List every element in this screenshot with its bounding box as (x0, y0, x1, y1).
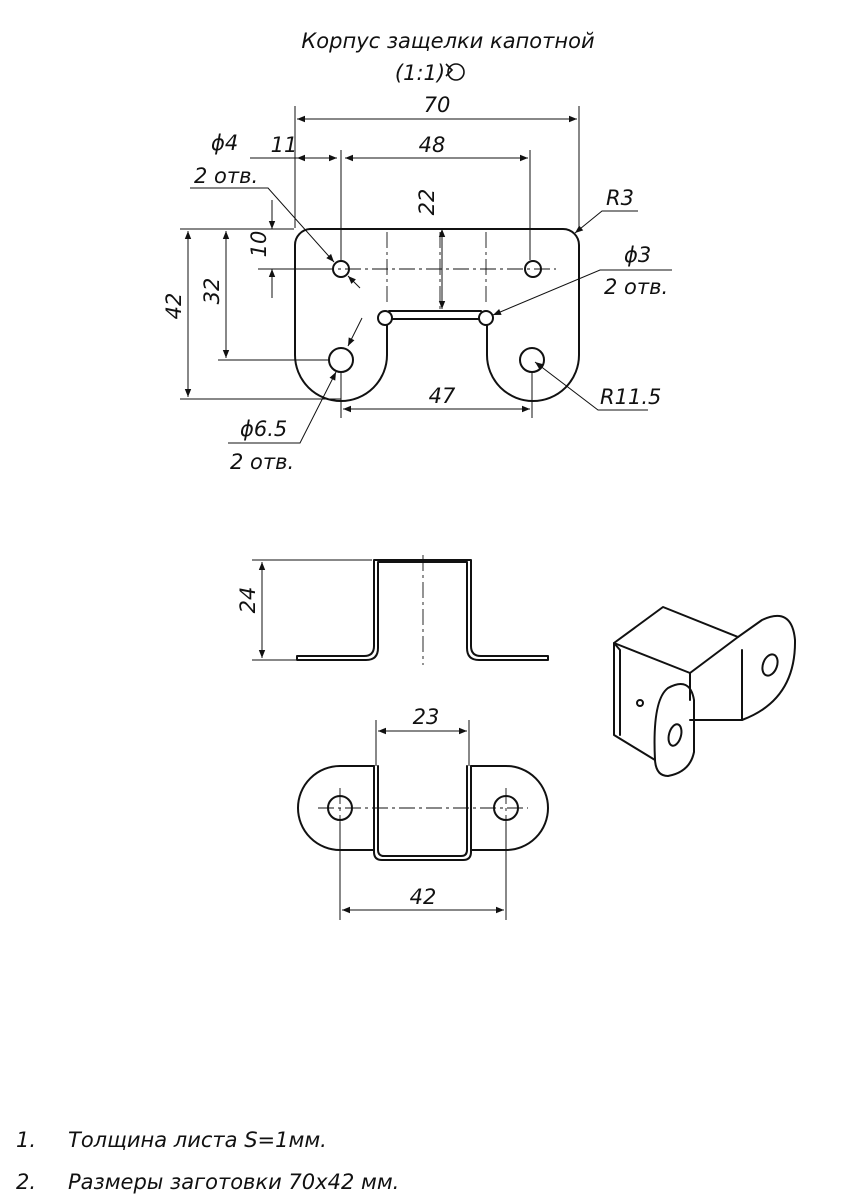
dim-42-horizontal: 42 (410, 885, 437, 909)
bottom-view: 23 42 (297, 705, 549, 920)
dim-32: 32 (200, 278, 224, 305)
dim-23: 23 (413, 705, 440, 729)
note-1-text: Толщина листа S=1мм. (68, 1128, 327, 1152)
dim-48: 48 (419, 133, 446, 157)
note-2-number: 2. (16, 1170, 37, 1194)
front-view: 24 (236, 555, 549, 665)
note-1-number: 1. (16, 1128, 37, 1152)
hole-phi3-left (377, 310, 393, 326)
callout-r3: R3 (606, 186, 634, 210)
dim-10: 10 (247, 231, 271, 258)
dim-42-vertical: 42 (162, 293, 186, 320)
callout-phi3: ϕ3 (624, 243, 651, 267)
iso-right-tab (689, 615, 797, 721)
drawing-title: Корпус защелки капотной (301, 29, 594, 53)
flat-pattern-outline (293, 228, 580, 402)
isometric-view (613, 606, 797, 777)
bottom-left-tab (297, 765, 375, 851)
callout-phi3-count: 2 отв. (604, 275, 668, 299)
iso-hole-right (761, 653, 779, 677)
iso-hole-left (667, 723, 683, 747)
iso-channel-front (613, 606, 739, 674)
callout-phi65-count: 2 отв. (230, 450, 294, 474)
hole-phi65-right (519, 347, 545, 373)
hole-phi3-right (478, 310, 494, 326)
projection-symbol (445, 63, 465, 81)
note-1: 1. Толщина листа S=1мм. (16, 1128, 327, 1152)
iso-left-tab (653, 683, 695, 777)
front-view-outline (296, 559, 549, 661)
flat-pattern-view (293, 228, 580, 402)
dim-11: 11 (271, 133, 298, 157)
dim-24: 24 (236, 587, 260, 614)
scale-label: (1:1) (395, 61, 445, 85)
dim-70: 70 (424, 93, 451, 117)
flat-pattern-dimensions: 70 11 48 22 10 32 42 47 ϕ4 2 отв. (162, 93, 672, 474)
note-2-text: Размеры заготовки 70x42 мм. (68, 1170, 400, 1194)
bottom-channel (373, 765, 472, 861)
callout-phi65: ϕ6.5 (240, 417, 287, 441)
iso-channel-wall (613, 642, 656, 761)
iso-hole-small (636, 699, 644, 707)
dim-47: 47 (429, 384, 456, 408)
callout-r115: R11.5 (600, 385, 661, 409)
dim-22: 22 (415, 189, 439, 216)
callout-phi4: ϕ4 (211, 131, 238, 155)
note-2: 2. Размеры заготовки 70x42 мм. (16, 1170, 399, 1194)
callout-phi4-count: 2 отв. (194, 164, 258, 188)
bottom-right-tab (470, 765, 549, 851)
hole-phi65-left (328, 347, 354, 373)
